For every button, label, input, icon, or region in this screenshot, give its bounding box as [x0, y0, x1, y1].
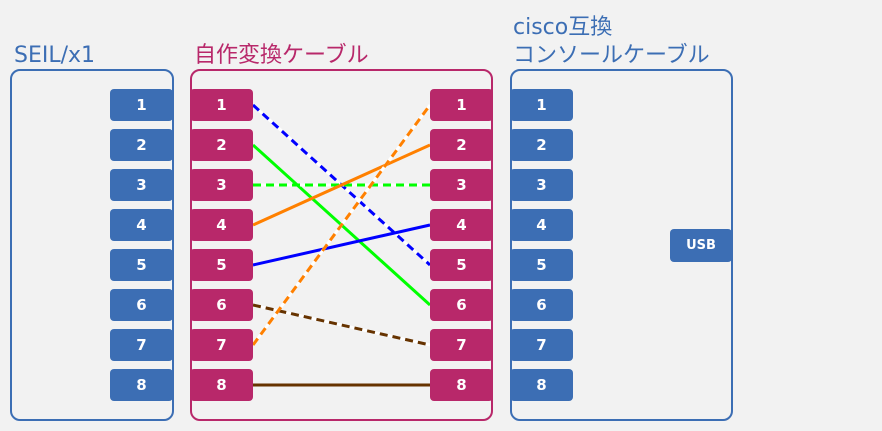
cable-left-pin-7: 7: [190, 329, 253, 361]
cisco-pin-3: 3: [510, 169, 573, 201]
seil-title: SEIL/x1: [14, 43, 96, 68]
cable-right-pin-6: 6: [430, 289, 493, 321]
cable-left-pin-2: 2: [190, 129, 253, 161]
cisco-pin-1: 1: [510, 89, 573, 121]
cable-right-pin-8: 8: [430, 369, 493, 401]
seil-pin-5: 5: [110, 249, 173, 281]
seil-pin-3: 3: [110, 169, 173, 201]
wire-7-to-1: [251, 104, 432, 346]
seil-pin-2: 2: [110, 129, 173, 161]
cable-left-pin-8: 8: [190, 369, 253, 401]
wire-6-to-7: [252, 303, 431, 347]
cisco-pin-7: 7: [510, 329, 573, 361]
usb-port: USB: [670, 229, 732, 262]
cable-right-pin-5: 5: [430, 249, 493, 281]
wire-5-to-4: [252, 223, 431, 267]
cable-left-pin-4: 4: [190, 209, 253, 241]
cisco-pin-2: 2: [510, 129, 573, 161]
cable-panel: [190, 69, 493, 421]
cisco-pin-4: 4: [510, 209, 573, 241]
cable-title: 自作変換ケーブル: [194, 43, 369, 68]
cable-right-pin-4: 4: [430, 209, 493, 241]
seil-pin-4: 4: [110, 209, 173, 241]
cisco-title-line2: コンソールケーブル: [513, 43, 710, 68]
cable-left-pin-1: 1: [190, 89, 253, 121]
seil-panel: [10, 69, 174, 421]
seil-pin-1: 1: [110, 89, 173, 121]
cisco-pin-8: 8: [510, 369, 573, 401]
cable-right-pin-2: 2: [430, 129, 493, 161]
cable-right-pin-1: 1: [430, 89, 493, 121]
cisco-panel: [510, 69, 733, 421]
seil-pin-7: 7: [110, 329, 173, 361]
cisco-title-line1: cisco互換: [513, 15, 613, 40]
cisco-pin-5: 5: [510, 249, 573, 281]
seil-pin-6: 6: [110, 289, 173, 321]
cable-left-pin-3: 3: [190, 169, 253, 201]
cisco-pin-6: 6: [510, 289, 573, 321]
seil-pin-8: 8: [110, 369, 173, 401]
cable-left-pin-5: 5: [190, 249, 253, 281]
cable-right-pin-3: 3: [430, 169, 493, 201]
cable-left-pin-6: 6: [190, 289, 253, 321]
cable-right-pin-7: 7: [430, 329, 493, 361]
wire-4-to-2: [252, 143, 431, 227]
